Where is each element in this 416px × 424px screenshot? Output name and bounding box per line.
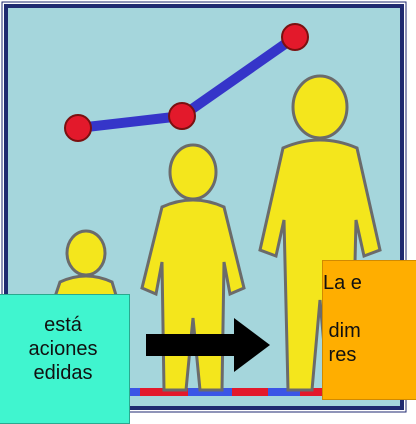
left-callout-text: está aciones edidas (0, 294, 130, 424)
right-arrow-icon (146, 318, 270, 372)
right-callout-text: La e dim res (322, 260, 416, 400)
trend-point (281, 23, 309, 51)
trend-point (168, 102, 196, 130)
baseline-strip (30, 388, 360, 396)
trend-point (64, 114, 92, 142)
trend-line (64, 23, 309, 142)
